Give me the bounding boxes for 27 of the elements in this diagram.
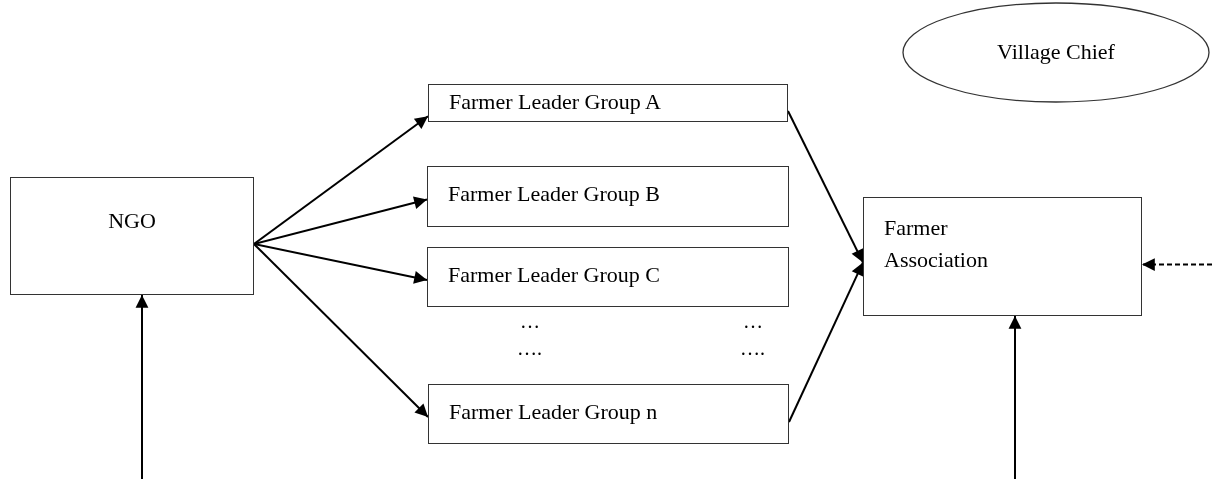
process-box xyxy=(10,177,254,295)
arrow xyxy=(1141,258,1212,271)
process-box xyxy=(427,247,789,307)
ellipsis-mark: … xyxy=(520,310,540,333)
ellipsis-mark: … xyxy=(743,310,763,333)
arrow xyxy=(788,261,864,423)
arrow xyxy=(1008,315,1022,479)
node-label: Farmer Leader Group B xyxy=(448,181,660,207)
node-label: Farmer Leader Group n xyxy=(449,399,658,425)
process-box xyxy=(428,384,789,444)
ellipsis-mark: …. xyxy=(740,337,765,360)
arrow xyxy=(253,243,428,284)
node-label: Farmer Leader Group C xyxy=(448,262,660,288)
node-label: Farmer Association xyxy=(884,214,989,274)
arrow xyxy=(787,110,864,264)
node-label: NGO xyxy=(108,208,156,234)
process-box xyxy=(863,197,1142,316)
process-box xyxy=(427,166,789,227)
arrow xyxy=(135,294,149,479)
arrow xyxy=(253,115,429,245)
node-label: Farmer Leader Group A xyxy=(449,89,661,115)
arrow xyxy=(253,243,429,418)
ellipsis-mark: …. xyxy=(517,337,542,360)
node-label: Village Chief xyxy=(997,38,1115,65)
process-box xyxy=(428,84,788,122)
ellipse-node xyxy=(902,2,1210,103)
arrow xyxy=(253,196,428,245)
